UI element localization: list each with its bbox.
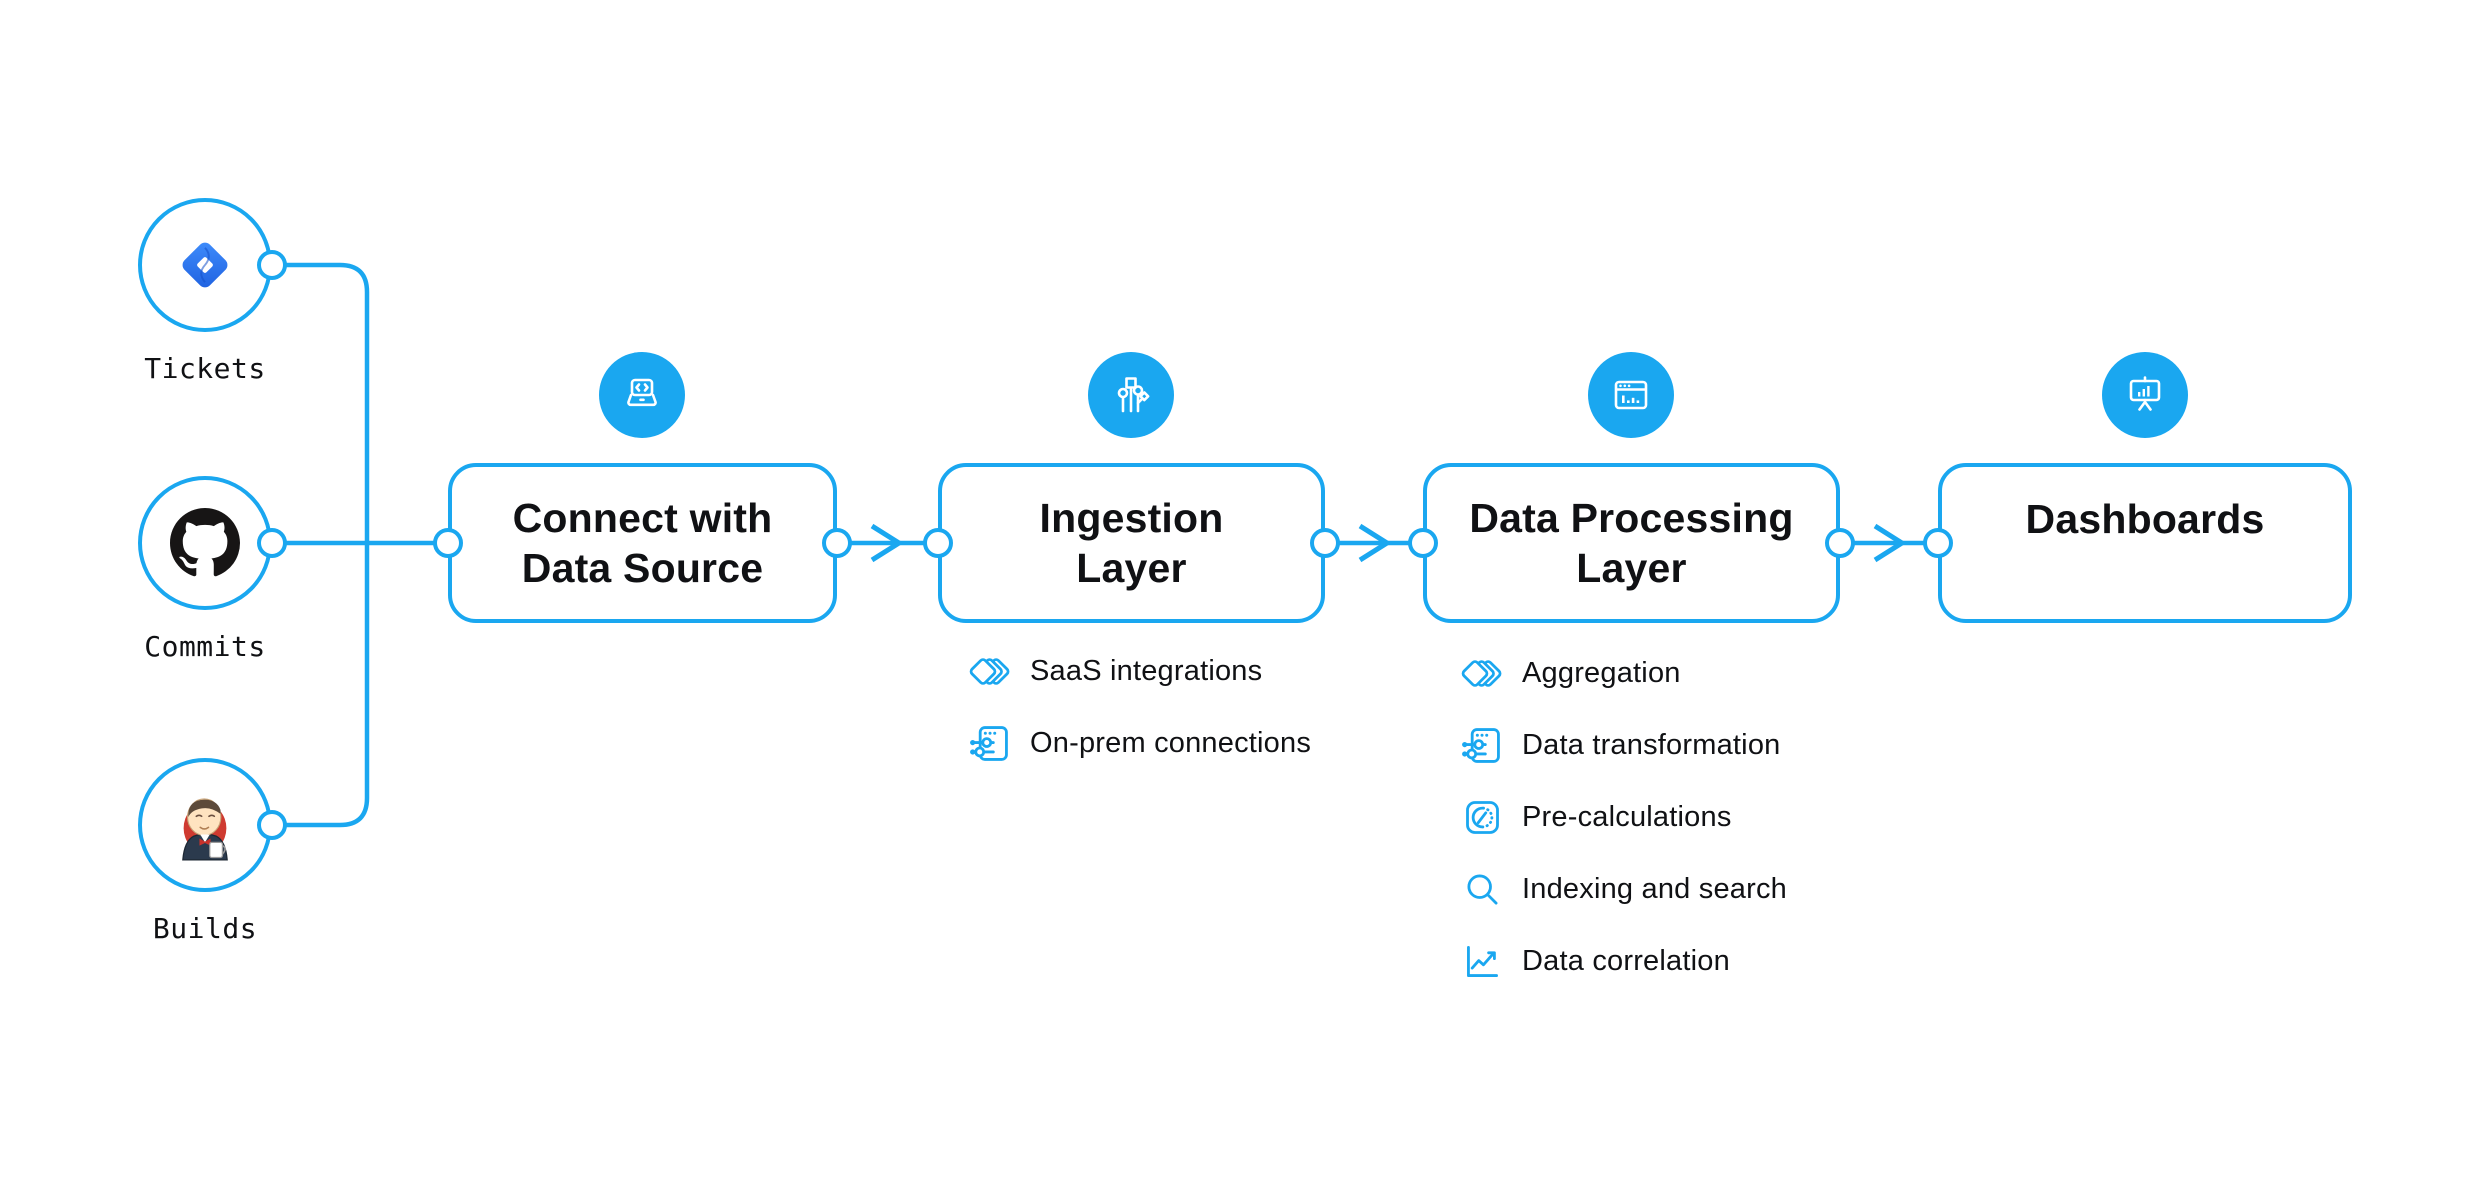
arrow-head-icon: [1873, 523, 1907, 563]
stage-label-ingestion: Ingestion Layer: [1039, 494, 1224, 591]
arrow-head-icon: [1358, 523, 1392, 563]
stage-label-dashboards: Dashboards: [2025, 495, 2265, 542]
window-bar-chart-icon: [1614, 380, 1648, 410]
list-item: On-prem connections: [968, 720, 1311, 766]
feature-label: Aggregation: [1522, 656, 1681, 689]
processing-feature-list: Aggregation Data transformation: [1460, 650, 1787, 1010]
source-node-builds: [138, 758, 272, 892]
list-item: Data transformation: [1460, 722, 1787, 768]
ingestion-feature-list: SaaS integrations On-prem connecti: [968, 648, 1311, 792]
source-label-builds: Builds: [152, 912, 258, 945]
stage-box-dashboards: Dashboards: [1938, 463, 2352, 623]
list-item: Data correlation: [1460, 938, 1787, 984]
stage-label-connect: Connect with Data Source: [512, 494, 773, 591]
line-chart-icon: [1460, 939, 1505, 984]
list-item: Pre-calculations: [1460, 794, 1787, 840]
list-item: Indexing and search: [1460, 866, 1787, 912]
window-sliders-icon: [1460, 723, 1505, 768]
feature-label: On-prem connections: [1030, 726, 1312, 759]
laptop-code-icon: [627, 378, 657, 407]
source-node-tickets: [138, 198, 272, 332]
feature-label: Pre-calculations: [1522, 800, 1732, 833]
source-label-tickets: Tickets: [144, 352, 266, 385]
search-icon: [1460, 867, 1505, 912]
feature-label: Indexing and search: [1522, 872, 1787, 905]
jenkins-icon: [182, 798, 228, 861]
stage-icon-processing: [1588, 352, 1674, 438]
github-icon: [170, 508, 240, 577]
jira-icon: [182, 242, 228, 288]
stage-icon-dashboards: [2102, 352, 2188, 438]
stage-box-connect: Connect with Data Source: [448, 463, 837, 623]
arrow-head-icon: [870, 523, 904, 563]
feature-label: Data transformation: [1522, 728, 1781, 761]
feature-label: Data correlation: [1522, 944, 1730, 977]
source-node-commits: [138, 476, 272, 610]
list-item: SaaS integrations: [968, 648, 1311, 694]
stacked-diamonds-icon: [1460, 651, 1505, 696]
stage-box-processing: Data Processing Layer: [1423, 463, 1840, 623]
stage-label-processing: Data Processing Layer: [1469, 494, 1794, 591]
presentation-chart-icon: [2129, 376, 2161, 411]
circuit-branches-icon: [1117, 377, 1150, 413]
stage-icon-ingestion: [1088, 352, 1174, 438]
gauge-icon: [1460, 795, 1505, 840]
feature-label: SaaS integrations: [1030, 654, 1263, 687]
stage-icon-connect: [599, 352, 685, 438]
stage-box-ingestion: Ingestion Layer: [938, 463, 1325, 623]
list-item: Aggregation: [1460, 650, 1787, 696]
source-label-commits: Commits: [144, 630, 266, 663]
window-sliders-icon: [968, 721, 1013, 766]
stacked-diamonds-icon: [968, 649, 1013, 694]
